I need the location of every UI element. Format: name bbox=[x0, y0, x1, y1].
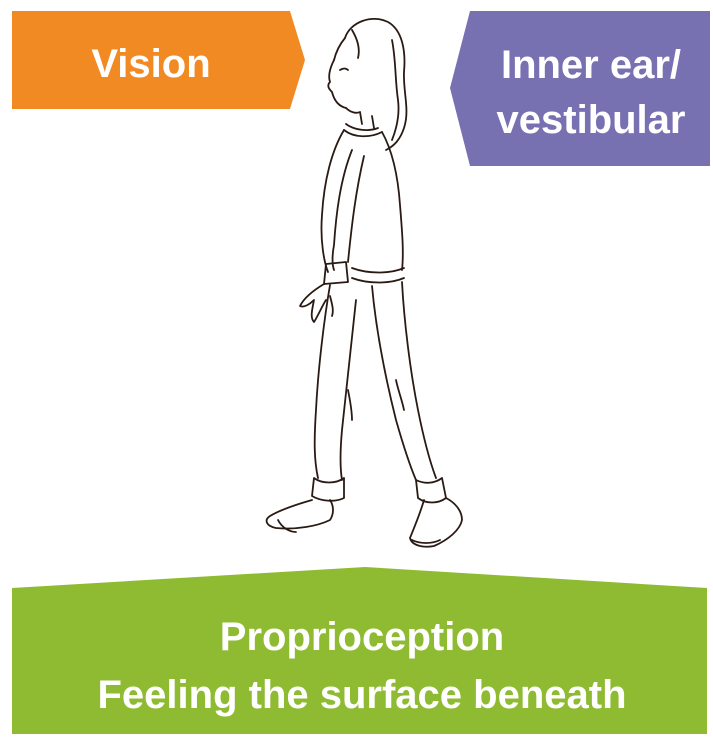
vision-label: Vision bbox=[91, 42, 210, 86]
vestibular-arrow-shape bbox=[450, 11, 710, 166]
proprioception-box: Proprioception Feeling the surface benea… bbox=[12, 567, 707, 734]
proprioception-label-line2: Feeling the surface beneath bbox=[97, 673, 626, 717]
vestibular-box: Inner ear/ vestibular bbox=[450, 11, 710, 166]
walking-woman-illustration bbox=[267, 19, 462, 547]
vision-box: Vision bbox=[12, 11, 305, 109]
proprioception-label-line1: Proprioception bbox=[220, 615, 504, 659]
vestibular-label-line2: vestibular bbox=[497, 98, 686, 142]
vestibular-label-line1: Inner ear/ bbox=[501, 43, 681, 87]
